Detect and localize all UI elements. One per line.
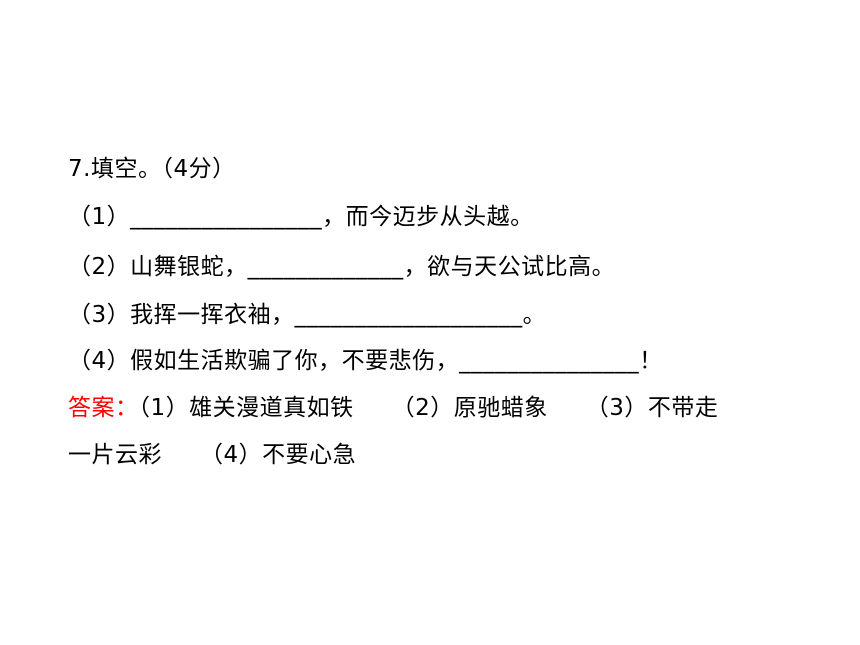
question-item-2: （2）山舞银蛇，_____________，欲与天公试比高。 [68, 254, 616, 280]
answer-part-3-cont: 一片云彩 [68, 442, 162, 468]
answer-label: 答案： [68, 395, 139, 421]
answer-part-3: （3）不带走 [585, 395, 719, 421]
question-item-4: （4）假如生活欺骗了你，不要悲伤，_______________！ [68, 348, 663, 374]
answer-part-1: （1）雄关漫道真如铁 [138, 395, 354, 421]
answer-line-2: 一片云彩 （4）不要心急 [68, 440, 356, 470]
answer-line-1: 答案：（1）雄关漫道真如铁 （2）原驰蜡象 （3）不带走 [68, 393, 718, 423]
question-item-1: （1）________________，而今迈步从头越。 [68, 204, 534, 230]
answer-part-2: （2）原驰蜡象 [391, 395, 548, 421]
question-item-3: （3）我挥一挥衣袖，___________________。 [68, 302, 547, 328]
question-title: 7.填空。（4分） [68, 156, 236, 182]
answer-part-4: （4）不要心急 [200, 442, 357, 468]
